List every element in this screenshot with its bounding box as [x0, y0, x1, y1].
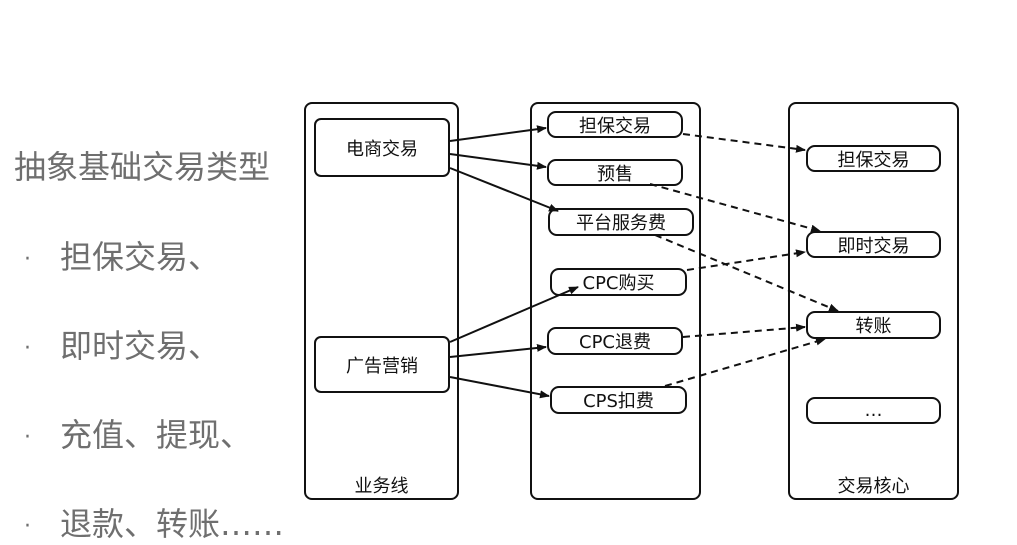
node-core-more: …	[806, 397, 941, 424]
node-core-escrow: 担保交易	[806, 145, 941, 172]
node-cpc-refund: CPC退费	[547, 327, 683, 355]
page-heading: 抽象基础交易类型	[14, 148, 271, 186]
arrow-cps-deduction-to-core-transfer	[664, 337, 826, 387]
panel-label-business-lines: 业务线	[354, 476, 409, 497]
bullet-dot: ·	[24, 246, 31, 272]
node-cps-deduction: CPS扣费	[550, 386, 687, 414]
arrow-cpc-purchase-to-core-instant	[686, 249, 806, 271]
bullet-text: 充值、提现、	[60, 416, 253, 454]
node-advertising: 广告营销	[314, 336, 450, 393]
bullet-item: · 充值、提现、	[24, 410, 252, 456]
arrow-presale-to-core-instant	[649, 183, 821, 233]
node-core-transfer: 转账	[806, 311, 941, 339]
bullet-item: · 即时交易、	[24, 321, 220, 367]
arrow-ecommerce-to-escrow	[449, 125, 547, 142]
bullet-text: 担保交易、	[60, 238, 221, 276]
bullet-text: 退款、转账……	[60, 505, 285, 543]
node-ecommerce: 电商交易	[314, 118, 450, 177]
bullet-text: 即时交易、	[60, 327, 221, 365]
arrow-advertising-to-cpc-purchase	[449, 286, 579, 343]
bullet-item: · 退款、转账……	[24, 499, 284, 545]
bullet-item: · 担保交易、	[24, 232, 220, 278]
bullet-dot: ·	[24, 513, 31, 539]
arrow-cpc-refund-to-core-transfer	[682, 323, 806, 338]
node-presale: 预售	[547, 159, 683, 186]
bullet-dot: ·	[24, 335, 31, 361]
bullet-dot: ·	[24, 424, 31, 450]
arrow-advertising-to-cps-deduction	[449, 376, 550, 399]
node-core-instant: 即时交易	[806, 231, 941, 258]
arrow-escrow-to-core-escrow	[682, 133, 806, 153]
node-platform-fee: 平台服务费	[548, 208, 694, 236]
arrow-ecommerce-to-presale	[449, 153, 547, 170]
arrow-advertising-to-cpc-refund	[449, 343, 547, 358]
panel-label-trade-core: 交易核心	[837, 476, 910, 497]
arrow-ecommerce-to-platform-fee	[449, 167, 559, 212]
node-escrow-trade: 担保交易	[547, 111, 683, 138]
arrow-platform-fee-to-core-transfer	[654, 234, 839, 312]
